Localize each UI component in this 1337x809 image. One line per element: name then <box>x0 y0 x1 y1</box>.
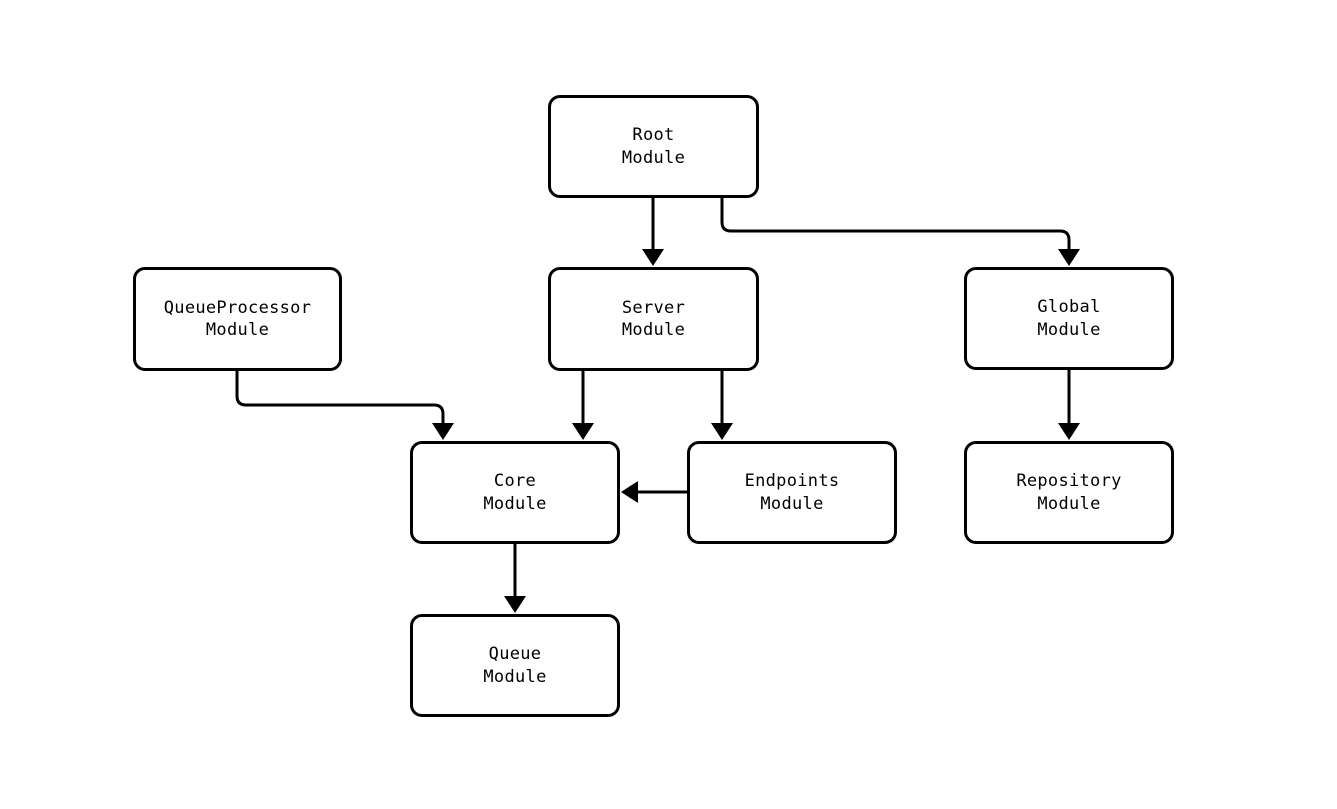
node-root-module-subtitle: Module <box>621 147 686 168</box>
node-core-module[interactable]: Core Module <box>410 441 620 544</box>
arrowhead-server-to-endpoints <box>711 423 733 440</box>
edge-endpoints-to-core <box>621 481 687 503</box>
node-server-module-title: Server <box>621 297 686 318</box>
arrowhead-core-to-queue <box>504 596 526 613</box>
node-root-module[interactable]: Root Module <box>548 95 759 198</box>
node-queueprocessor-module-title: QueueProcessor <box>163 297 312 318</box>
edge-core-to-queue <box>504 544 526 613</box>
node-endpoints-module-subtitle: Module <box>760 493 824 514</box>
node-server-module[interactable]: Server Module <box>548 267 759 371</box>
arrowhead-global-to-repository <box>1058 423 1080 440</box>
node-repository-module[interactable]: Repository Module <box>964 441 1174 544</box>
edge-queueprocessor-to-core <box>235 371 454 440</box>
node-root-module-title: Root <box>632 125 675 146</box>
node-queue-module-title: Queue <box>488 644 542 665</box>
arrowhead-root-to-global <box>1058 249 1080 266</box>
node-repository-module-title: Repository <box>1016 471 1122 492</box>
node-repository-module-subtitle: Module <box>1037 493 1101 514</box>
node-queueprocessor-module-subtitle: Module <box>205 320 270 340</box>
edge-server-to-core <box>572 371 594 440</box>
arrowhead-queueprocessor-to-core <box>432 423 454 440</box>
node-queue-module[interactable]: Queue Module <box>410 614 620 717</box>
edge-root-to-server <box>642 198 664 266</box>
node-global-module-subtitle: Module <box>1037 319 1101 340</box>
node-server-module-subtitle: Module <box>621 320 686 340</box>
node-core-module-title: Core <box>493 471 537 492</box>
node-endpoints-module[interactable]: Endpoints Module <box>687 441 897 544</box>
node-queue-module-subtitle: Module <box>483 666 547 687</box>
node-global-module[interactable]: Global Module <box>964 267 1174 370</box>
edge-root-to-global <box>720 198 1080 266</box>
arrowhead-server-to-core <box>572 423 594 440</box>
edge-server-to-endpoints <box>711 371 733 440</box>
arrowhead-endpoints-to-core <box>621 481 638 503</box>
node-endpoints-module-title: Endpoints <box>744 471 840 492</box>
arrowhead-root-to-server <box>642 249 664 266</box>
node-global-module-title: Global <box>1037 297 1101 318</box>
node-queueprocessor-module[interactable]: QueueProcessor Module <box>133 267 342 371</box>
node-core-module-subtitle: Module <box>483 493 547 514</box>
edge-global-to-repository <box>1058 370 1080 440</box>
